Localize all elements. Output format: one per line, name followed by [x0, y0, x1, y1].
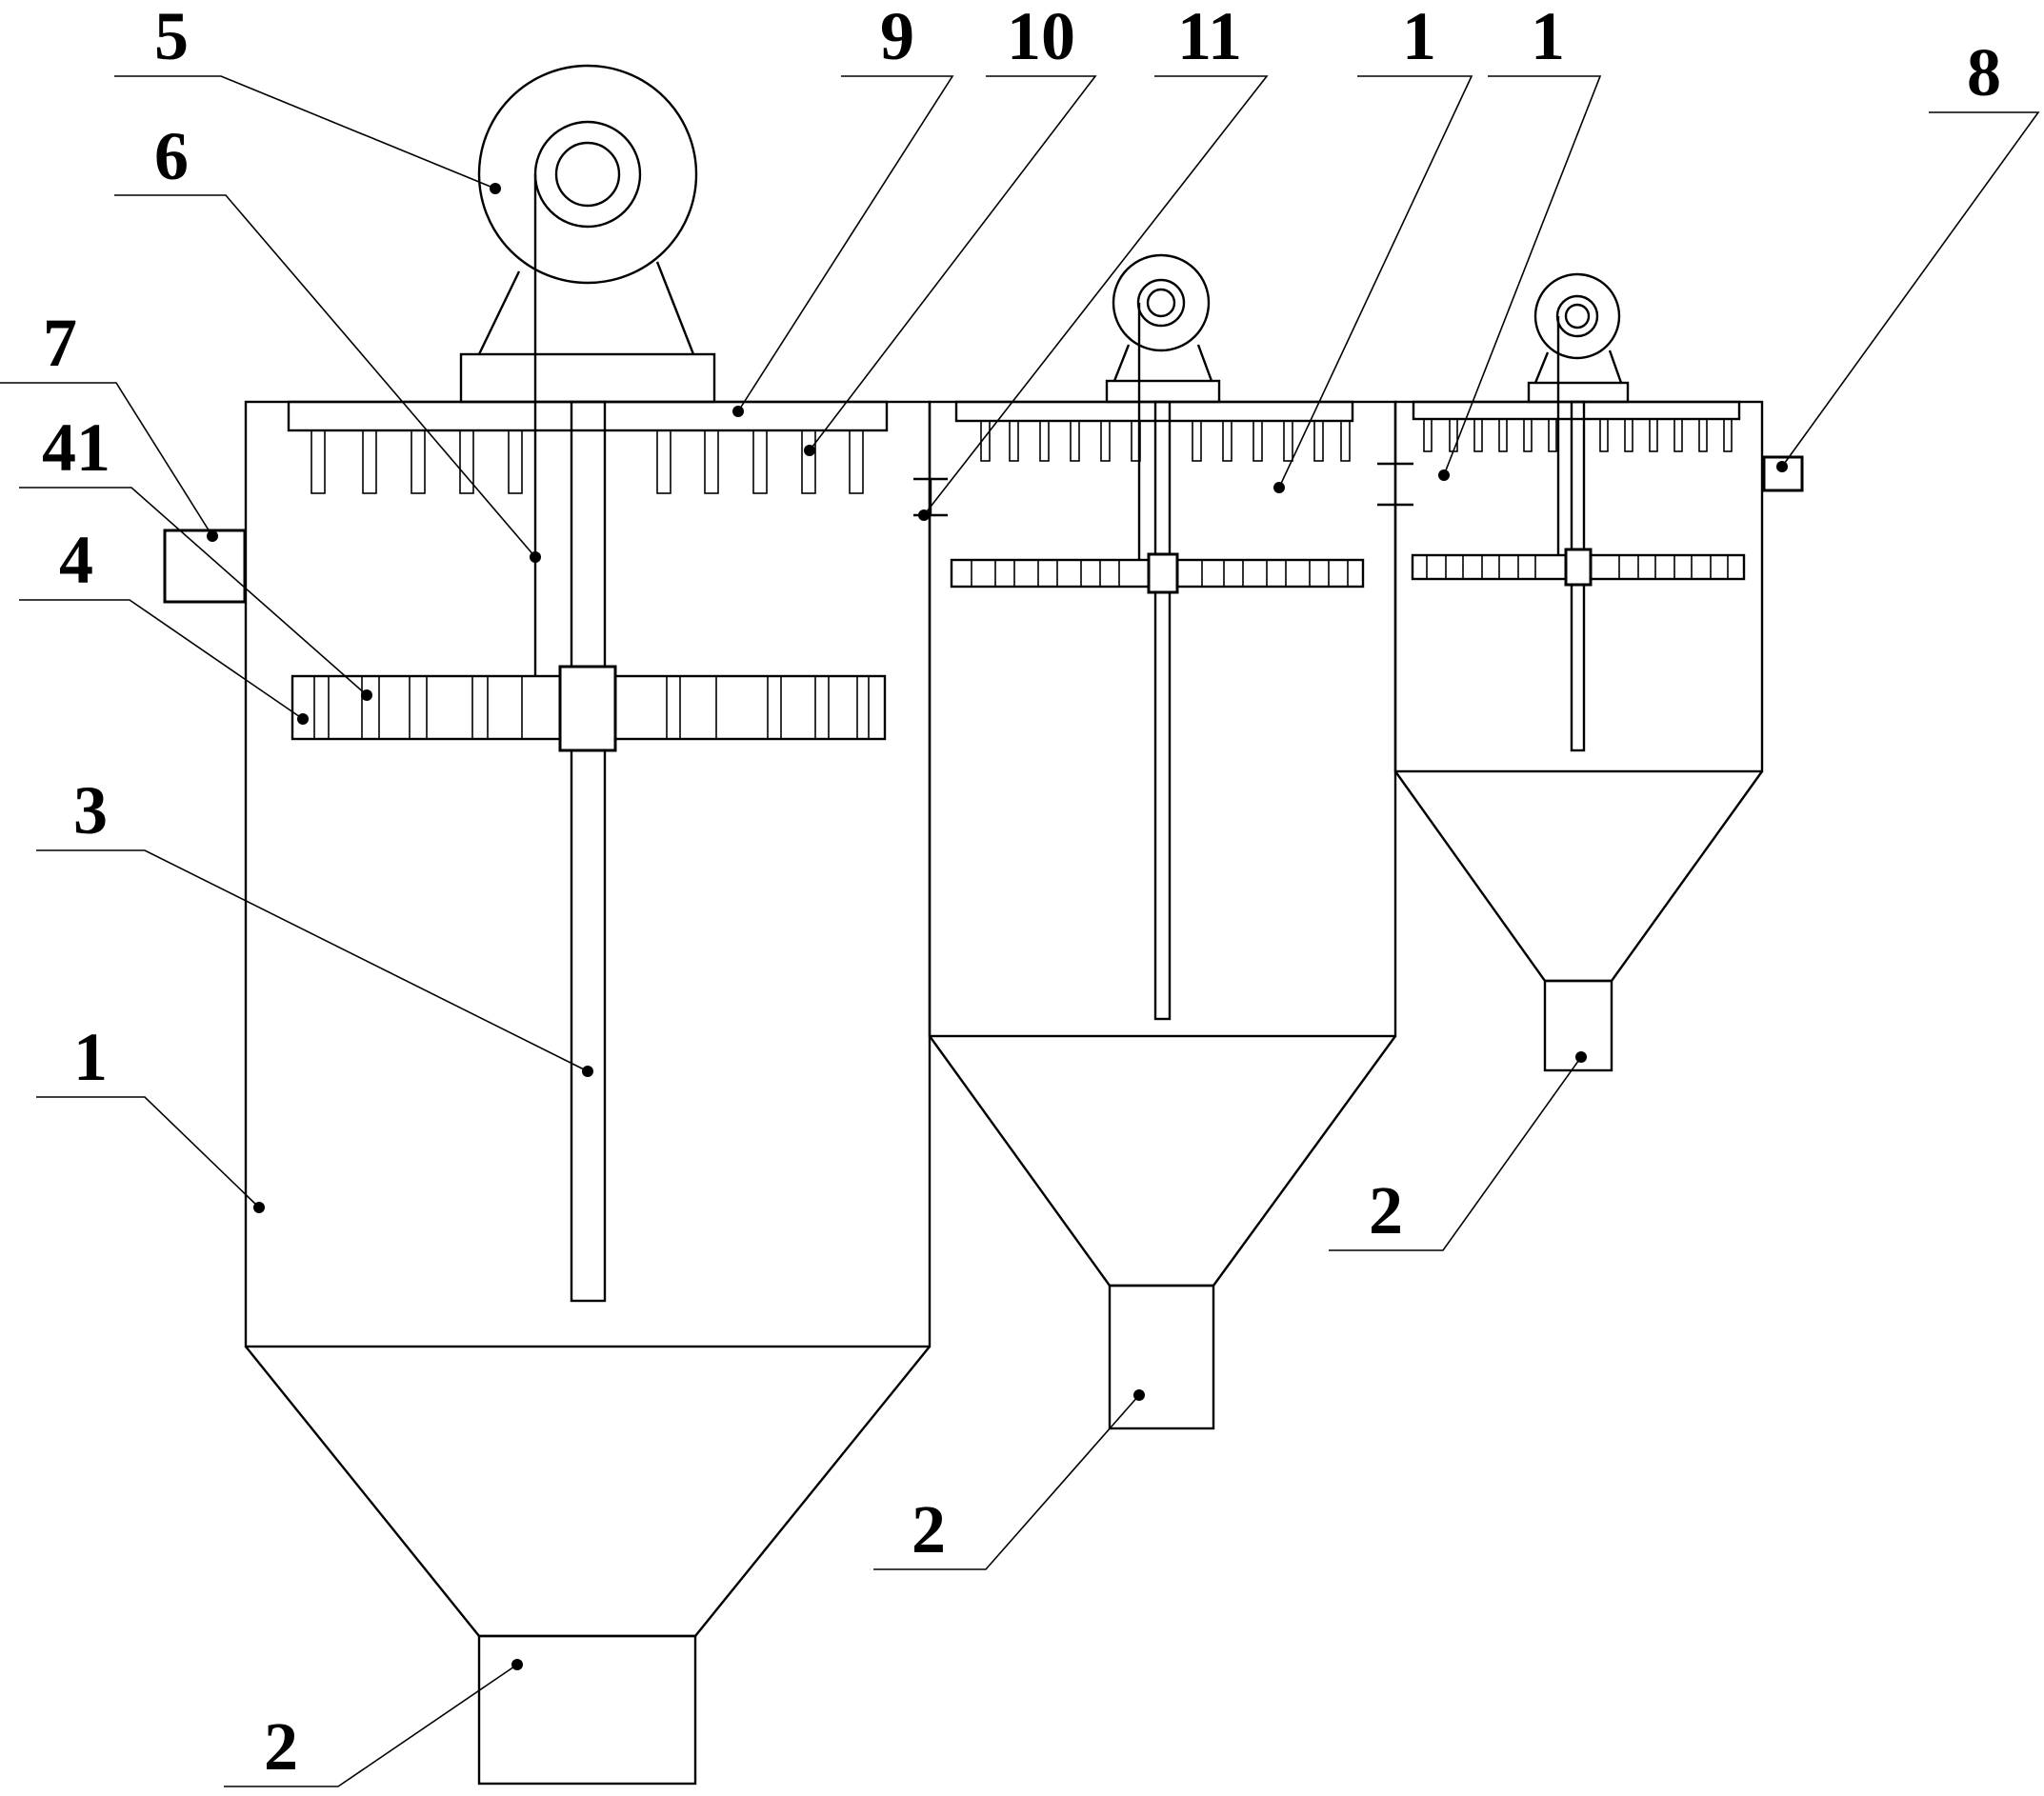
impeller-hub-2 [1147, 552, 1179, 594]
discharge-outlet-2 [1108, 1284, 1215, 1430]
label-6: 6 [154, 118, 189, 194]
tank-2 [913, 253, 1397, 1430]
discharge-outlet-3 [1543, 979, 1613, 1072]
spray-nozzles-3 [1423, 418, 1733, 452]
spray-nozzles-1 [311, 429, 864, 494]
label-9: 9 [880, 0, 914, 74]
distributor-plate-3 [1412, 400, 1741, 421]
agitator-shaft-1 [570, 400, 607, 1303]
discharge-outlet-1 [477, 1634, 697, 1786]
impeller-hub-3 [1564, 548, 1593, 587]
component-7-box [163, 529, 247, 604]
label-10: 10 [1007, 0, 1075, 74]
label-41: 41 [42, 409, 110, 486]
impeller-hub-1 [558, 665, 617, 752]
motor-2 [1112, 253, 1211, 352]
label-8: 8 [1967, 34, 2001, 110]
motor-base-3 [1527, 381, 1630, 404]
tank-1 [163, 64, 932, 1786]
label-1-tank3: 1 [1531, 0, 1565, 74]
label-1-tank1: 1 [73, 1019, 108, 1095]
label-1-tank2: 1 [1402, 0, 1436, 74]
leader-dots [207, 183, 1788, 1670]
label-5: 5 [154, 0, 189, 74]
motor-base-1 [459, 352, 716, 404]
label-2-tank2: 2 [912, 1491, 946, 1567]
motor-3 [1533, 272, 1621, 360]
labels: 5 9 10 11 1 1 8 6 7 41 4 3 1 2 2 2 [42, 0, 2001, 1785]
distributor-plate-1 [287, 400, 889, 432]
motor-1 [477, 64, 698, 285]
label-2-tank3: 2 [1369, 1172, 1403, 1248]
component-8-box [1762, 455, 1804, 492]
tank-3 [1377, 272, 1804, 1072]
motor-base-2 [1105, 379, 1221, 404]
agitator-shaft-2 [1153, 400, 1172, 1021]
leader-lines [0, 75, 2040, 1787]
label-11: 11 [1177, 0, 1242, 74]
label-4: 4 [59, 522, 93, 598]
label-3: 3 [73, 772, 108, 848]
label-2-tank1: 2 [264, 1708, 298, 1785]
label-7: 7 [43, 305, 77, 381]
